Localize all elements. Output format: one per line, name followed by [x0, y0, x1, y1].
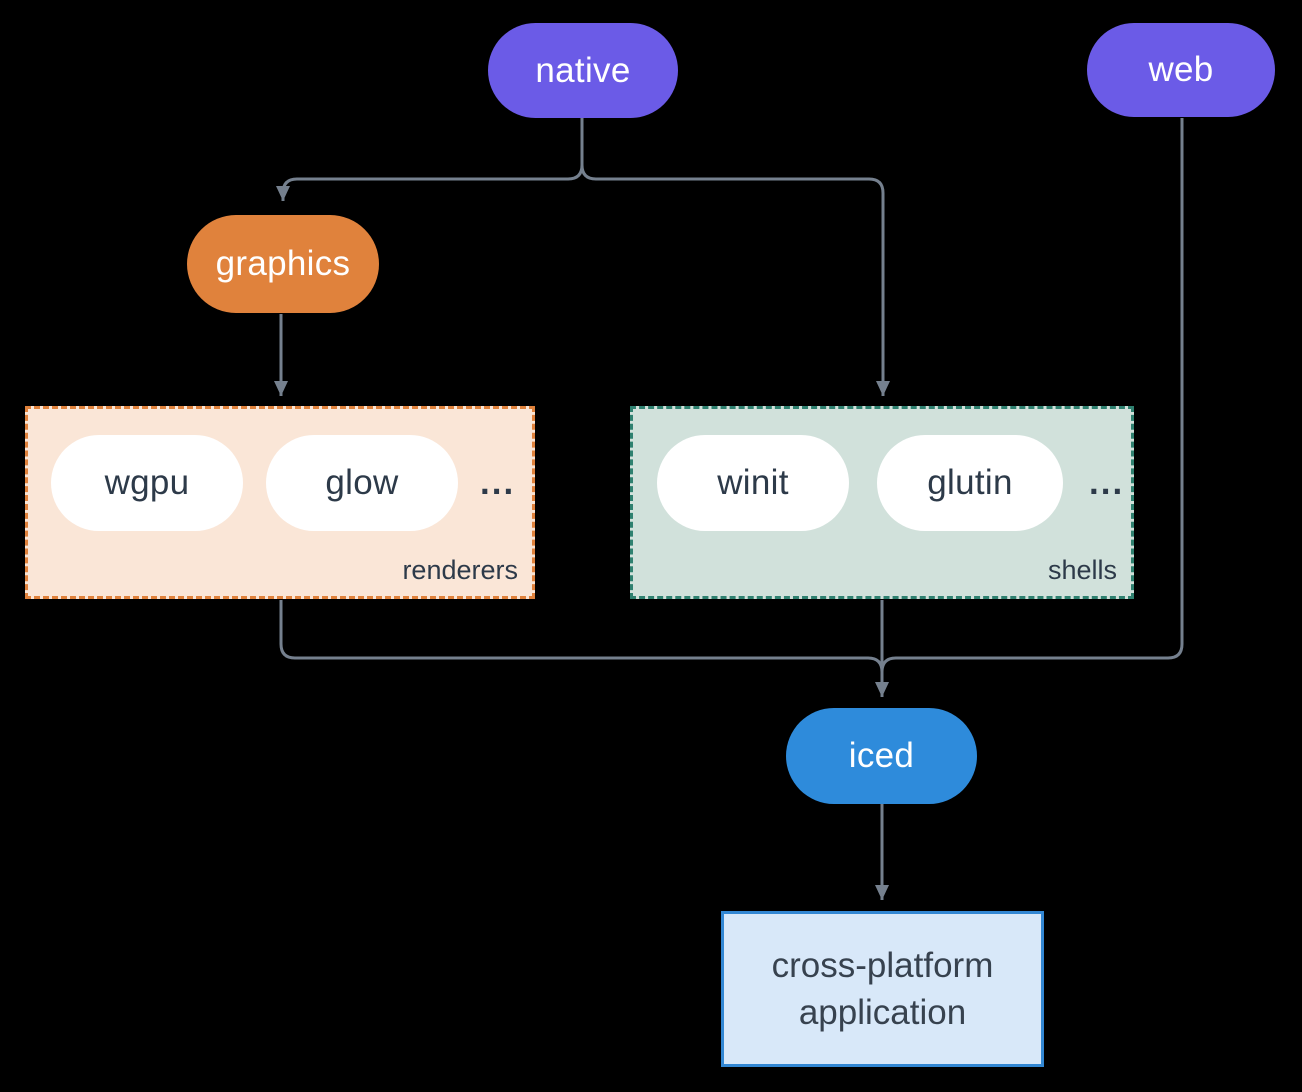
shells-ellipsis: ...	[1089, 463, 1125, 502]
node-glutin: glutin	[877, 435, 1063, 531]
app-label-line2: application	[798, 993, 967, 1032]
node-native: native	[488, 23, 678, 118]
node-graphics-label: graphics	[215, 244, 351, 283]
shells-group-label: shells	[1047, 555, 1117, 585]
group-renderers: wgpu glow ... renderers	[25, 406, 535, 599]
renderers-group-label: renderers	[402, 555, 518, 585]
node-iced-label: iced	[848, 736, 915, 775]
node-graphics: graphics	[187, 215, 379, 313]
node-web-label: web	[1148, 50, 1214, 89]
node-cross-platform-application: cross-platform application	[721, 911, 1044, 1067]
app-label-line1: cross-platform	[771, 946, 994, 985]
node-web: web	[1087, 23, 1275, 117]
node-winit-label: winit	[717, 463, 789, 502]
node-winit: winit	[657, 435, 849, 531]
edge-renderers-to-merge	[279, 600, 884, 673]
group-shells: winit glutin ... shells	[630, 406, 1134, 599]
node-glow-label: glow	[325, 463, 399, 502]
node-glow: glow	[266, 435, 458, 531]
node-native-label: native	[535, 50, 631, 90]
edge-web-to-merge	[880, 118, 1184, 673]
node-iced: iced	[786, 708, 977, 804]
edge-native-to-shells	[580, 118, 890, 396]
node-wgpu: wgpu	[51, 435, 243, 531]
edge-native-to-graphics	[276, 118, 584, 201]
node-glutin-label: glutin	[927, 463, 1013, 502]
renderers-ellipsis: ...	[480, 463, 516, 502]
node-wgpu-label: wgpu	[104, 463, 190, 502]
